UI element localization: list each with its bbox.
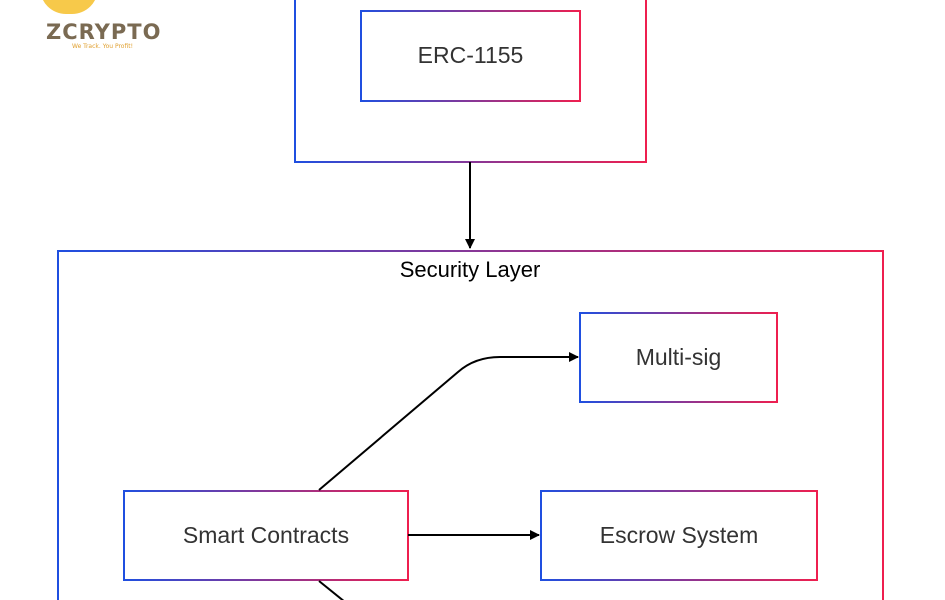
- escrow-node[interactable]: Escrow System: [540, 490, 818, 581]
- escrow-label: Escrow System: [600, 522, 758, 548]
- erc1155-node[interactable]: ERC-1155: [360, 10, 581, 102]
- edge-contracts-to-multisig: [318, 352, 579, 491]
- security-layer-group: Security Layer: [57, 250, 884, 600]
- logo-tagline: We Track. You Profit!: [72, 43, 133, 50]
- coin-icon: [40, 0, 98, 14]
- zcrypto-logo: ZCRYPTO We Track. You Profit!: [40, 0, 180, 56]
- erc1155-label: ERC-1155: [418, 42, 524, 68]
- logo-wordmark: ZCRYPTO: [46, 20, 162, 44]
- multisig-label: Multi-sig: [636, 344, 722, 370]
- smart-contracts-node[interactable]: Smart Contracts: [123, 490, 409, 581]
- smart-contracts-label: Smart Contracts: [183, 522, 349, 548]
- security-layer-title: Security Layer: [400, 257, 541, 282]
- multisig-node[interactable]: Multi-sig: [579, 312, 778, 403]
- edge-contracts-down: [318, 580, 345, 600]
